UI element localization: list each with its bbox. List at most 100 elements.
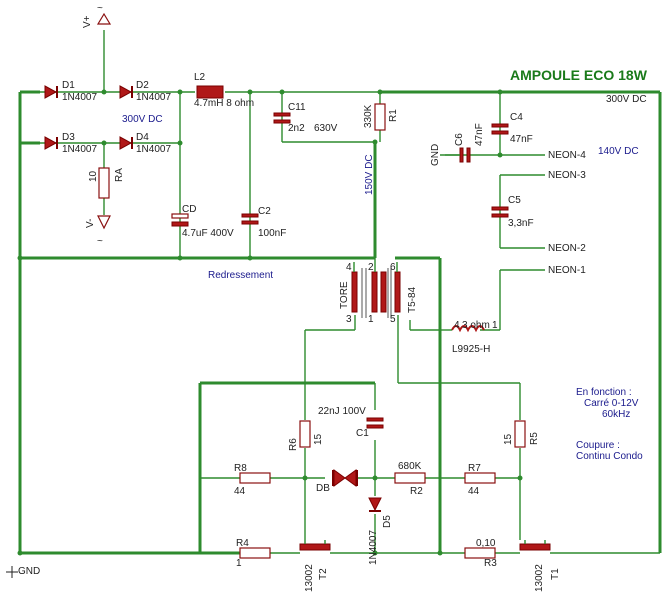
coupure-note-title: Coupure : xyxy=(576,440,620,451)
capacitor-c5-value: 3,3nF xyxy=(508,218,534,229)
transformer-tore-ref: TORE xyxy=(339,281,350,309)
capacitor-c2 xyxy=(241,213,259,225)
transformer-pin-5: 5 xyxy=(390,314,396,325)
transformer-tore-value: T5-84 xyxy=(407,286,418,313)
capacitor-c1 xyxy=(366,417,384,429)
capacitor-c11-ref: C11 xyxy=(288,102,306,113)
capacitor-c4 xyxy=(491,123,509,135)
gnd-label-main: GND xyxy=(18,566,40,577)
vplus-label: V+ xyxy=(82,15,93,28)
capacitor-c1-ref: C1 xyxy=(356,428,369,439)
neon-3-label: NEON-3 xyxy=(548,170,586,181)
capacitor-c11-voltage: 630V xyxy=(314,123,338,134)
gnd-cross-icon xyxy=(6,566,18,578)
capacitor-c11 xyxy=(273,112,291,124)
fonction-note-line1: Carré 0-12V xyxy=(584,398,639,409)
transformer-pin-6: 6 xyxy=(390,262,396,273)
diode-d4 xyxy=(119,136,133,150)
resistor-ra-ref: RA xyxy=(114,168,125,182)
neon-1-label: NEON-1 xyxy=(548,265,586,276)
redressement-note: Redressement xyxy=(208,270,273,281)
transistor-t1 xyxy=(519,540,551,551)
vminus-ac-tilde: ~ xyxy=(97,236,103,247)
resistor-ra-value: 10 xyxy=(88,170,99,182)
resistor-r6-ref: R6 xyxy=(288,438,299,451)
inductor-l2-value: 4.7mH 8 ohm xyxy=(194,98,254,109)
capacitor-cd-ref: CD xyxy=(182,204,196,215)
transformer-pin-1: 1 xyxy=(368,314,374,325)
capacitor-cd xyxy=(171,213,189,227)
diode-d3-value: 1N4007 xyxy=(62,144,97,155)
resistor-r7 xyxy=(464,472,496,484)
transistor-t2 xyxy=(299,540,331,551)
vminus-terminal-icon xyxy=(97,215,111,230)
diode-d2 xyxy=(119,85,133,99)
capacitor-c6-ref: C6 xyxy=(454,133,465,146)
capacitor-c2-ref: C2 xyxy=(258,206,271,217)
diode-d2-ref: D2 xyxy=(136,80,149,91)
transistor-t2-value: 13002 xyxy=(304,564,315,592)
voltage-note-300v-left: 300V DC xyxy=(122,114,163,125)
capacitor-c11-value: 2n2 xyxy=(288,123,305,134)
diode-d1-ref: D1 xyxy=(62,80,75,91)
coupure-note-line1: Continu Condo xyxy=(576,451,643,462)
resistor-r6 xyxy=(299,420,311,448)
transformer-pin-3: 3 xyxy=(346,314,352,325)
transistor-t1-value: 13002 xyxy=(534,564,545,592)
capacitor-c5 xyxy=(491,206,509,218)
gnd-label-c6: GND xyxy=(430,144,441,166)
diac-db xyxy=(332,469,358,487)
capacitor-c5-ref: C5 xyxy=(508,195,521,206)
diode-d5 xyxy=(368,497,382,512)
capacitor-c4-value: 47nF xyxy=(510,134,533,145)
inductor-l9925-ref: L9925-H xyxy=(452,344,490,355)
resistor-r3-value: 0,10 xyxy=(476,538,496,549)
resistor-r4 xyxy=(239,547,271,559)
resistor-r2 xyxy=(394,472,426,484)
diode-d3 xyxy=(44,136,58,150)
resistor-r8-ref: R8 xyxy=(234,463,247,474)
transistor-t2-ref: T2 xyxy=(318,568,329,580)
inductor-l2-ref: L2 xyxy=(194,72,206,83)
resistor-r6-value: 15 xyxy=(313,433,324,445)
transistor-t1-ref: T1 xyxy=(550,568,561,580)
voltage-note-300v-right: 300V DC xyxy=(606,94,647,105)
resistor-r5-value: 15 xyxy=(503,433,514,445)
resistor-r5 xyxy=(514,420,526,448)
resistor-r1 xyxy=(374,103,386,131)
junctions xyxy=(17,89,523,556)
resistor-r3-ref: R3 xyxy=(484,558,497,569)
capacitor-c2-value: 100nF xyxy=(258,228,286,239)
capacitor-c4-ref: C4 xyxy=(510,112,523,123)
neon-2-label: NEON-2 xyxy=(548,243,586,254)
resistor-r1-ref: R1 xyxy=(388,109,399,122)
resistor-r8 xyxy=(239,472,271,484)
fonction-note-line2: 60kHz xyxy=(602,409,630,420)
vminus-label: V- xyxy=(85,219,96,228)
inductor-l9925-value: 3 ohm xyxy=(462,320,490,331)
fonction-note-title: En fonction : xyxy=(576,387,632,398)
vplus-ac-tilde: ~ xyxy=(97,3,103,14)
capacitor-c1-value: 22nJ 100V xyxy=(318,406,366,417)
resistor-r7-ref: R7 xyxy=(468,463,481,474)
transformer-pin-4: 4 xyxy=(346,262,352,273)
resistor-r8-value: 44 xyxy=(234,486,246,497)
capacitor-c6-value: 47nF xyxy=(474,123,485,146)
resistor-r2-value: 680K xyxy=(398,461,422,472)
diac-db-ref: DB xyxy=(316,483,330,494)
capacitor-cd-value: 4.7uF 400V xyxy=(182,228,234,239)
diode-d3-ref: D3 xyxy=(62,132,75,143)
inductor-l2 xyxy=(196,85,224,99)
diode-d4-ref: D4 xyxy=(136,132,149,143)
diode-d5-ref: D5 xyxy=(382,515,393,528)
schematic-title: AMPOULE ECO 18W xyxy=(510,67,648,83)
voltage-note-140v: 140V DC xyxy=(598,146,639,157)
resistor-r3 xyxy=(464,547,496,559)
resistor-r4-value: 1 xyxy=(236,558,242,569)
resistor-r2-ref: R2 xyxy=(410,486,423,497)
diode-d2-value: 1N4007 xyxy=(136,92,171,103)
inductor-l9925-pin-1: 1 xyxy=(492,320,498,331)
diode-d4-value: 1N4007 xyxy=(136,144,171,155)
vplus-terminal-icon xyxy=(96,12,112,25)
